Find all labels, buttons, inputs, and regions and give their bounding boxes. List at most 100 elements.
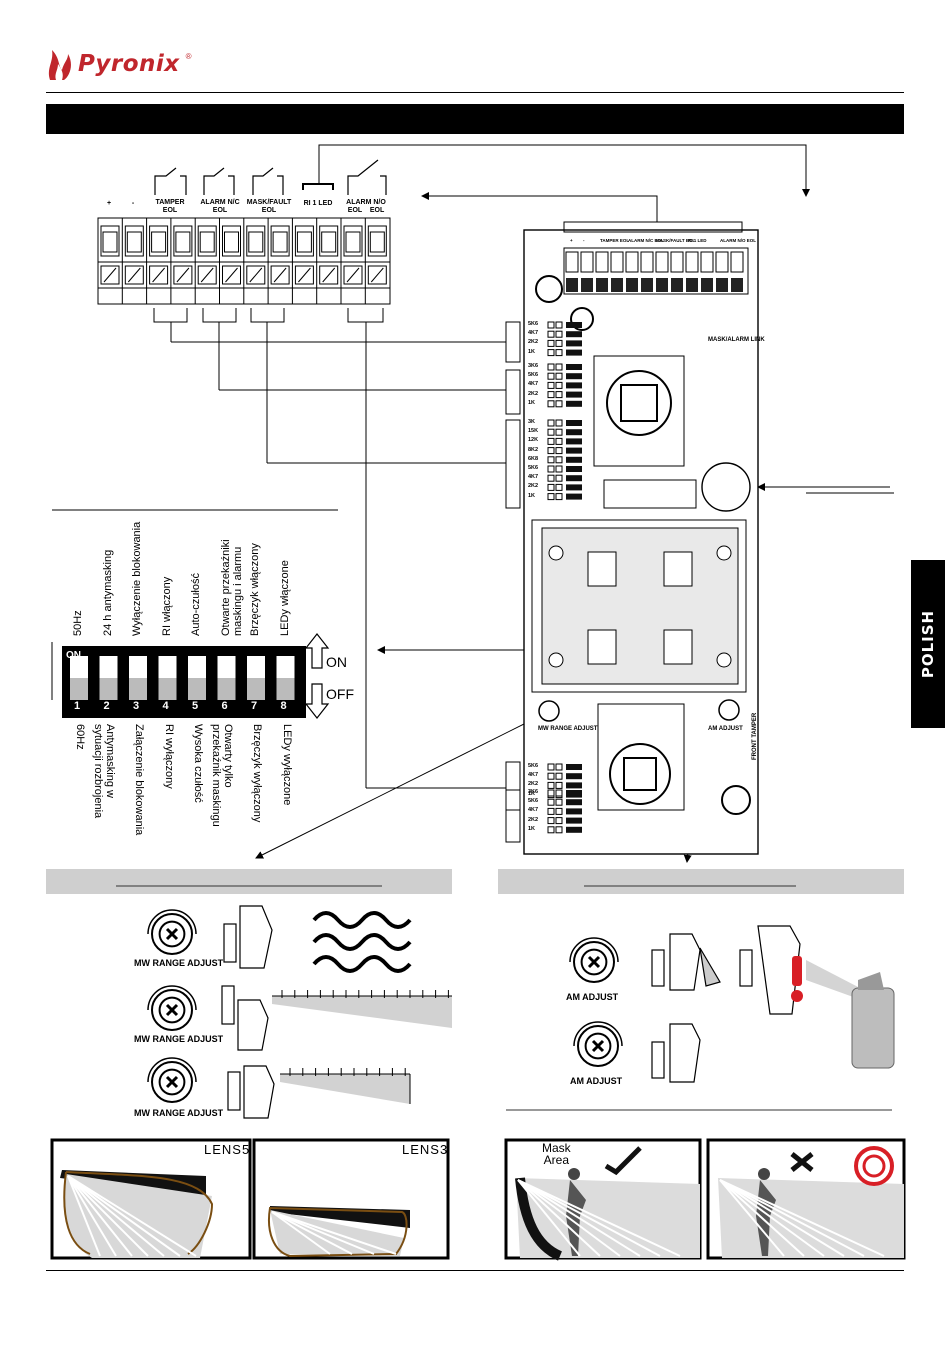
dip-toggle[interactable]: [70, 656, 88, 700]
jumper-value-label: 4K7: [528, 330, 539, 337]
dip-off-description: Wysoka czułość: [192, 724, 204, 803]
adjust-knob-icon: [147, 985, 197, 1031]
jumper-pin-pair: [547, 817, 582, 825]
registered-mark: ®: [185, 52, 192, 61]
jumper-value-label: 4K7: [528, 807, 539, 814]
dip-on-description: Wyłączenie blokowania: [131, 521, 143, 636]
jumper-pin-pair: [547, 781, 582, 789]
jumper-value-label: 12K: [528, 437, 539, 444]
dip-toggle[interactable]: [188, 656, 206, 700]
pcb-am-adjust-label: AM ADJUST: [708, 726, 743, 732]
dip-toggle[interactable]: [129, 656, 147, 700]
jumper-value-label: 1K: [528, 492, 536, 499]
dip-toggle[interactable]: [247, 656, 265, 700]
terminal-label-alarm-nc: ALARM N/C EOL: [200, 199, 240, 214]
jumper-pin-pair: [547, 349, 582, 357]
spray-can-icon: [806, 960, 895, 1069]
off-arrow-label: OFF: [326, 686, 354, 702]
dip-on-description: LEDy włączone: [278, 560, 291, 636]
pcb-terminal: [715, 251, 729, 292]
pcb-terminal: [640, 251, 654, 292]
dip-on-description: Otwarte przekaźniki maskingu i alarmu: [219, 539, 244, 636]
mask-fail-panel: [706, 1138, 906, 1260]
off-arrow-icon: [304, 683, 330, 719]
terminal-cell: [97, 218, 120, 304]
dip-number: 3: [133, 700, 140, 712]
jumper-value-label: 1K: [528, 790, 536, 797]
jumper-pin-pair: [547, 339, 582, 347]
dip-off-description: LEDy wyłączone: [280, 724, 293, 806]
lens5-label: LENS5: [204, 1142, 251, 1157]
lens3-label: LENS3: [402, 1142, 449, 1157]
dip-off-description: Antymasking w sytuacji rozbrojenia: [91, 724, 116, 819]
detector-icon: [221, 905, 275, 1119]
dip-toggle[interactable]: [217, 656, 236, 700]
dip-number: 7: [251, 700, 258, 712]
pcb-terminal: [685, 251, 699, 292]
on-arrow-label: ON: [326, 654, 347, 670]
jumper-pin-pair: [547, 381, 582, 389]
jumper-value-label: 4K7: [528, 772, 539, 779]
jumper-value-label: 1K: [528, 825, 536, 832]
dip-on-description: RI włączony: [160, 576, 173, 636]
terminal-label-mask-fault: MASK/FAULT EOL: [246, 199, 292, 214]
jumper-value-label: 3K: [528, 419, 536, 425]
mw-range-label-2: MW RANGE ADJUST: [134, 1034, 224, 1044]
jumper-pin-pair: [547, 826, 582, 834]
jumper-pin-pair: [547, 428, 582, 436]
dip-number: 1: [74, 700, 81, 712]
dip-toggle[interactable]: [99, 656, 118, 700]
dip-on-description: 50Hz: [72, 610, 84, 636]
am-adjust-label-2: AM ADJUST: [570, 1076, 623, 1086]
mw-section-band: [46, 869, 452, 894]
mw-range-label-1: MW RANGE ADJUST: [134, 958, 224, 968]
jumper-pin-pair: [547, 330, 582, 338]
jumper-value-label: 6K8: [528, 455, 539, 462]
mask-area-label: Mask Area: [542, 1141, 571, 1167]
jumper-pin-pair: [547, 798, 582, 806]
pcb-terminal: [655, 251, 669, 292]
terminal-label-plus: +: [106, 200, 112, 207]
dip-number: 5: [192, 700, 199, 712]
jumper-value-label: 5K6: [528, 763, 539, 769]
terminal-cell: [146, 218, 169, 304]
terminal-cell: [194, 218, 217, 304]
pcb-terminal: [700, 251, 714, 292]
terminal-label-alarm-no: ALARM N/O EOL EOL: [346, 199, 386, 214]
jumper-value-label: 8K2: [528, 446, 539, 453]
jumper-pin-pair: [547, 391, 582, 399]
dip-number: 2: [103, 700, 110, 712]
terminal-cell: [219, 218, 241, 304]
jumper-pin-pair: [547, 465, 582, 473]
terminal-label-minus: -: [131, 200, 135, 207]
terminal-cell: [316, 218, 339, 304]
jumper-pin-pair: [547, 474, 582, 482]
adjust-knob-icon: [147, 909, 197, 955]
dip-toggle[interactable]: [158, 656, 177, 700]
jumper-value-label: 4K7: [528, 474, 539, 481]
brand-name: Pyronix: [78, 51, 180, 77]
jumper-pin-pair: [547, 437, 582, 445]
jumper-pin-pair: [547, 372, 582, 380]
pcb-terminal: [595, 251, 609, 292]
terminal-label-ri-led: RI 1 LED: [303, 200, 333, 207]
pcb-terminal: [670, 251, 684, 292]
adjust-knob-icon: [569, 937, 619, 983]
terminal-cell: [121, 218, 144, 304]
section-title-bar: [46, 104, 904, 134]
dip-on-description: Brzęczyk włączony: [249, 543, 261, 636]
header-rule: [46, 92, 904, 93]
pcb-terminal: [730, 251, 744, 292]
pcb-terminal-label: ALARM N/C EOL: [628, 238, 664, 243]
pcb-terminal-label: ALARM N/O EOL: [720, 238, 756, 243]
relay-symbols: [154, 159, 387, 195]
lens5-panel: [50, 1138, 252, 1260]
dip-off-description: Otwarty tylko przekaźnik maskingu: [209, 724, 234, 827]
jumper-pin-pair: [547, 807, 582, 815]
jumper-value-label: 2K2: [528, 781, 539, 788]
terminal-cell: [170, 218, 193, 304]
pyronix-logo: Pyronix ®: [46, 46, 192, 82]
dip-off-description: Brzęczyk wyłączony: [251, 724, 263, 823]
dip-toggle[interactable]: [276, 656, 295, 700]
